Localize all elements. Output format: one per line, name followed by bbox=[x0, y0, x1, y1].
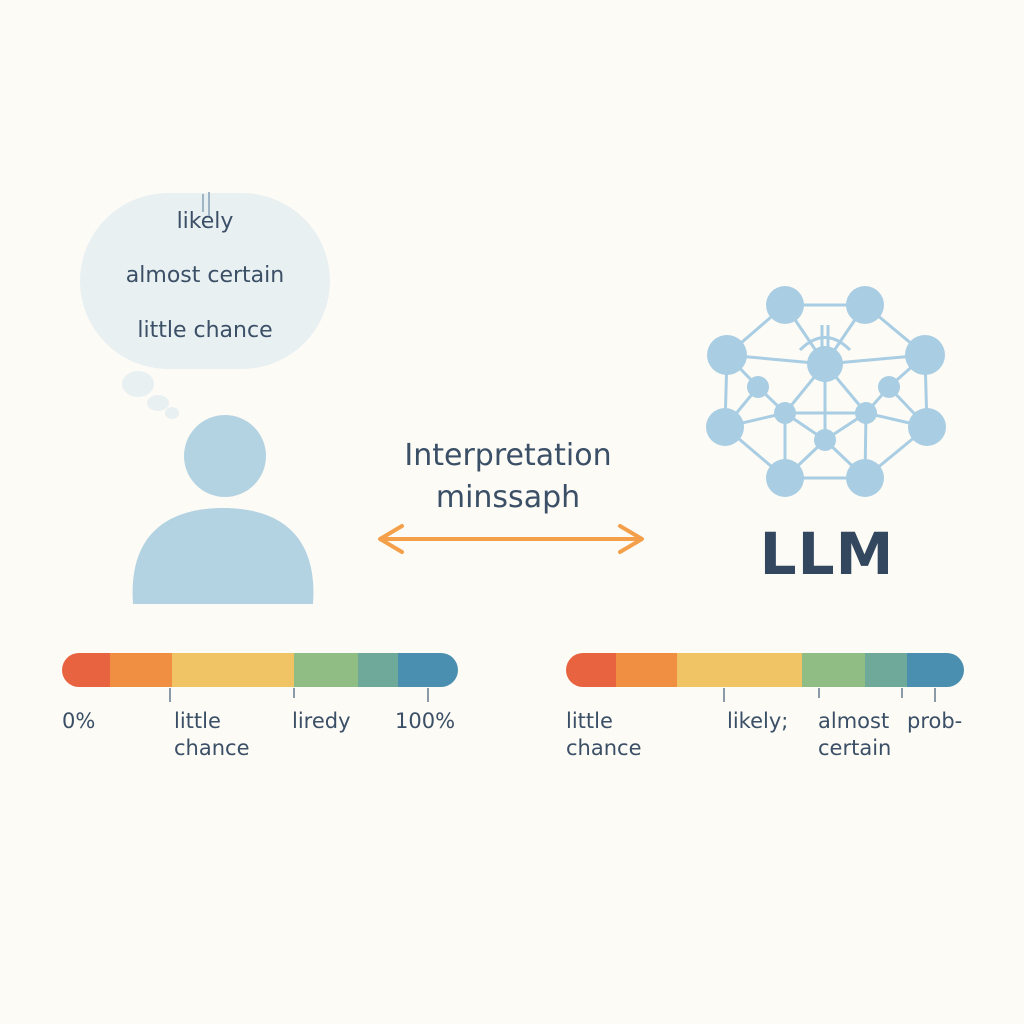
thought-trail-circles bbox=[122, 371, 179, 419]
llm-scale-label-little-chance: little chance bbox=[566, 709, 642, 760]
llm-scale-label-almost-certain: almost certain bbox=[818, 709, 892, 760]
human-scale-tick bbox=[427, 688, 429, 702]
thought-bubble: likely almost certain little chance bbox=[80, 193, 330, 369]
llm-scale-tick bbox=[723, 688, 725, 702]
llm-scale-tick bbox=[901, 688, 903, 698]
human-scale-label-little-chance: little chance bbox=[174, 709, 250, 760]
person-icon bbox=[132, 415, 314, 604]
double-arrow-icon bbox=[378, 524, 644, 554]
llm-label: LLM bbox=[759, 520, 895, 588]
interpretation-title-line2: minssaph bbox=[435, 480, 581, 515]
bubble-phrase-almost-certain: almost certain bbox=[125, 263, 285, 288]
llm-scale-tick bbox=[818, 688, 820, 698]
llm-scale-label-prob: prob- bbox=[907, 709, 963, 733]
human-scale-label-100: 100% bbox=[395, 709, 456, 733]
human-scale-label-0: 0% bbox=[62, 709, 96, 733]
human-scale-label-likely: liredy bbox=[292, 709, 351, 733]
bubble-phrase-little-chance: little chance bbox=[137, 318, 273, 343]
neural-network-icon bbox=[706, 286, 946, 497]
interpretation-title-line1: Interpretation bbox=[404, 438, 612, 473]
bubble-top-ticks bbox=[202, 192, 210, 216]
llm-scale-tick bbox=[934, 688, 936, 702]
bubble-phrase-likely: likely bbox=[176, 209, 234, 234]
llm-probability-scale bbox=[566, 653, 964, 687]
llm-scale-label-likely: likely; bbox=[727, 709, 789, 733]
human-scale-tick bbox=[293, 688, 295, 698]
human-probability-scale bbox=[62, 653, 458, 687]
human-scale-tick bbox=[169, 688, 171, 702]
